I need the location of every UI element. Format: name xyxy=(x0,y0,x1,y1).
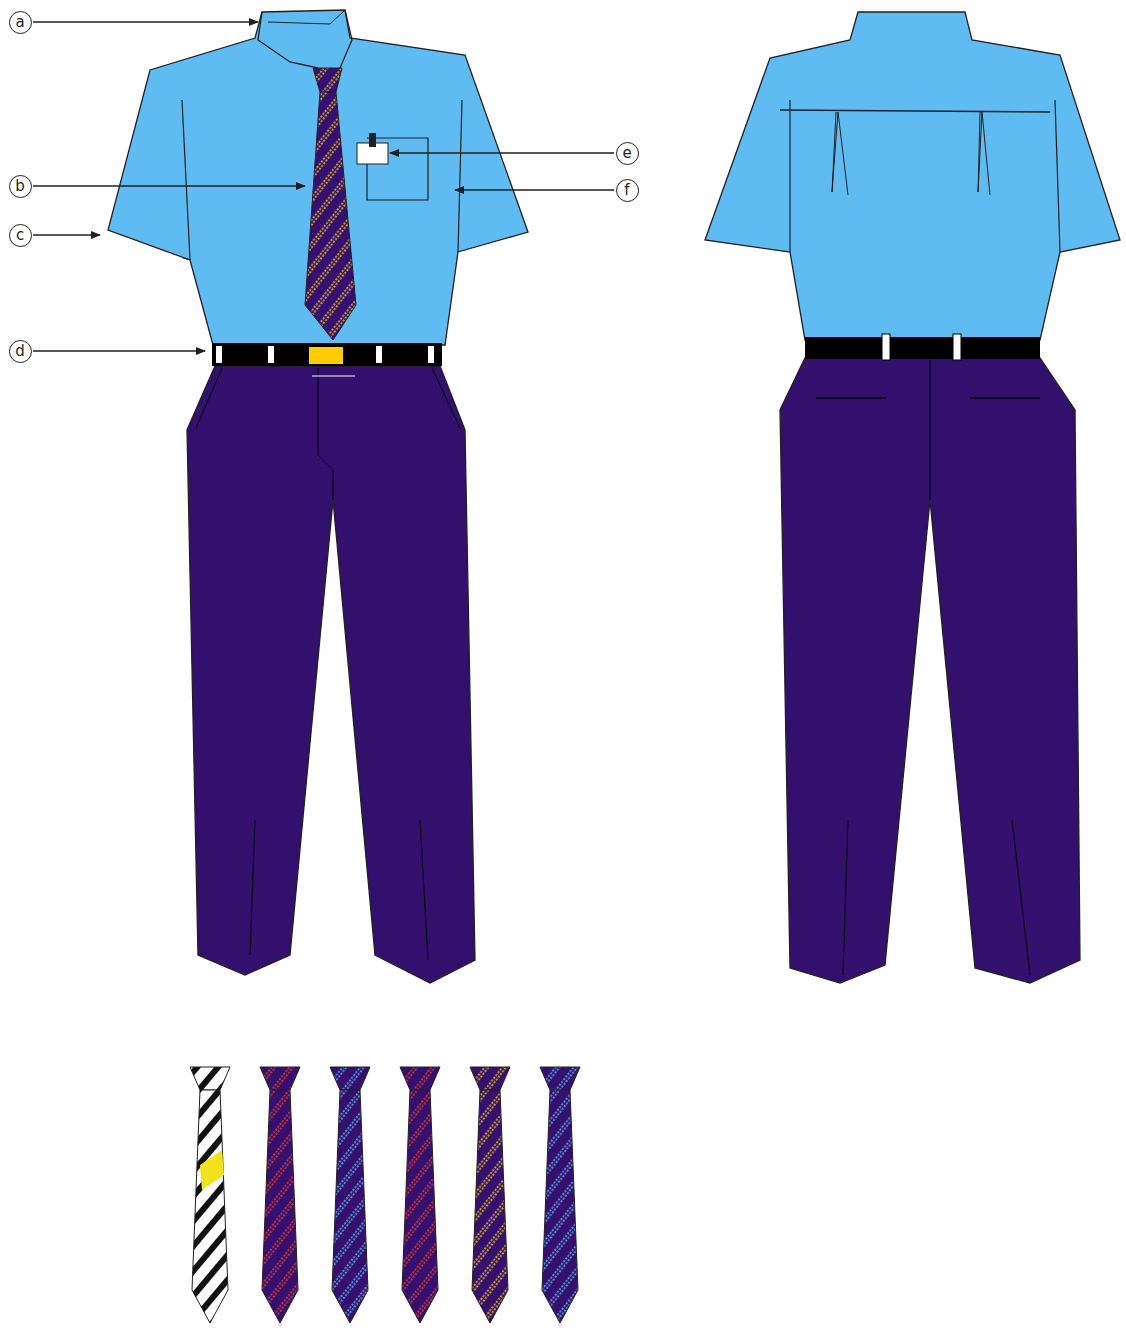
callout-circle: f xyxy=(616,179,639,202)
callout-letter: b xyxy=(15,179,25,194)
callout-letter: c xyxy=(16,228,24,243)
callout-circle: d xyxy=(9,340,32,363)
callout-letter: f xyxy=(624,183,629,198)
callout-circle: b xyxy=(9,175,32,198)
leader-line xyxy=(33,185,305,186)
callout-circle: e xyxy=(616,142,639,165)
callout-letter: d xyxy=(15,344,25,359)
leader-line xyxy=(33,234,100,235)
callout-circle: c xyxy=(9,224,32,247)
leader-line xyxy=(455,189,614,190)
callout-circle: a xyxy=(9,11,32,34)
callout-letter: e xyxy=(622,146,631,161)
leader-line xyxy=(33,350,205,351)
leader-line xyxy=(390,152,614,153)
leader-line xyxy=(33,21,258,22)
callout-letter: a xyxy=(15,15,24,30)
